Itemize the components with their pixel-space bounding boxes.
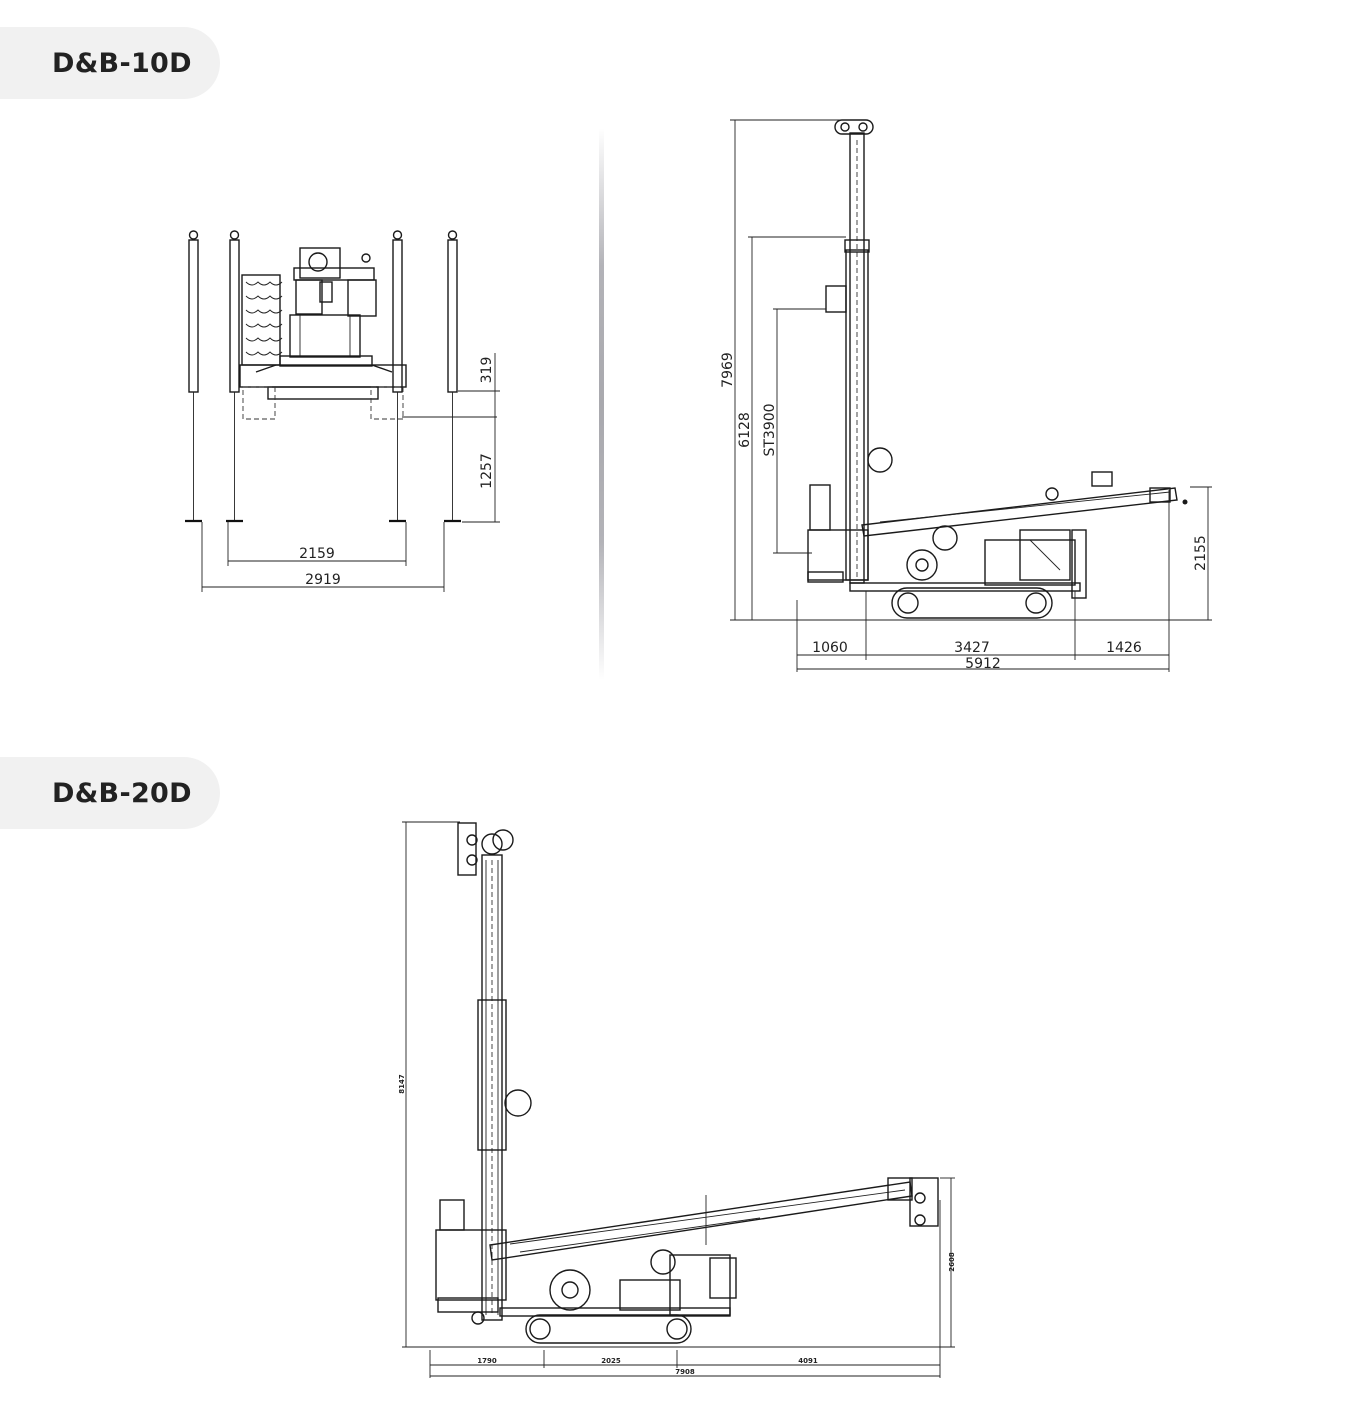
front-view-drawing [185,230,497,523]
d-b-20d-side-view-drawing [435,822,939,1344]
model-title: D&B-20D [52,777,192,809]
dim-label: 2919 [305,572,341,588]
dim-label: 1257 [479,453,495,489]
outrigger-leg [185,230,202,523]
dim-label: 3427 [954,640,990,656]
d-b-20d-dimensions: 8147 2608 1790 2025 4091 7908 [398,821,956,1378]
outrigger-leg [226,230,243,523]
front-view-dimensions: 2159 2919 319 1257 [201,353,500,592]
outrigger-leg [444,230,461,523]
model-tab-d-b-10d: D&B-10D [0,27,220,99]
dim-label: 6128 [737,412,753,448]
dim-label: 2608 [948,1252,956,1272]
dim-label: 1060 [812,640,848,656]
dim-label: 4091 [798,1357,818,1365]
model-title: D&B-10D [52,47,192,79]
view-divider [599,128,604,680]
dim-label: 7908 [675,1368,695,1376]
dim-label: 1426 [1106,640,1142,656]
dim-label: 2025 [601,1357,621,1365]
dim-label: 2155 [1193,535,1209,571]
dim-label: 8147 [398,1074,406,1094]
dim-label: 7969 [720,352,736,388]
dim-label: ST3900 [762,403,778,456]
side-view-dimensions: 7969 6128 ST3900 2155 1060 3427 1426 591… [720,119,1212,672]
dim-label: 2159 [299,546,335,562]
side-view-drawing [807,119,1188,640]
dim-label: 319 [479,357,495,384]
dim-label: 1790 [477,1357,497,1365]
model-tab-d-b-20d: D&B-20D [0,757,220,829]
dim-label: 5912 [965,656,1001,672]
outrigger-leg [389,230,406,523]
